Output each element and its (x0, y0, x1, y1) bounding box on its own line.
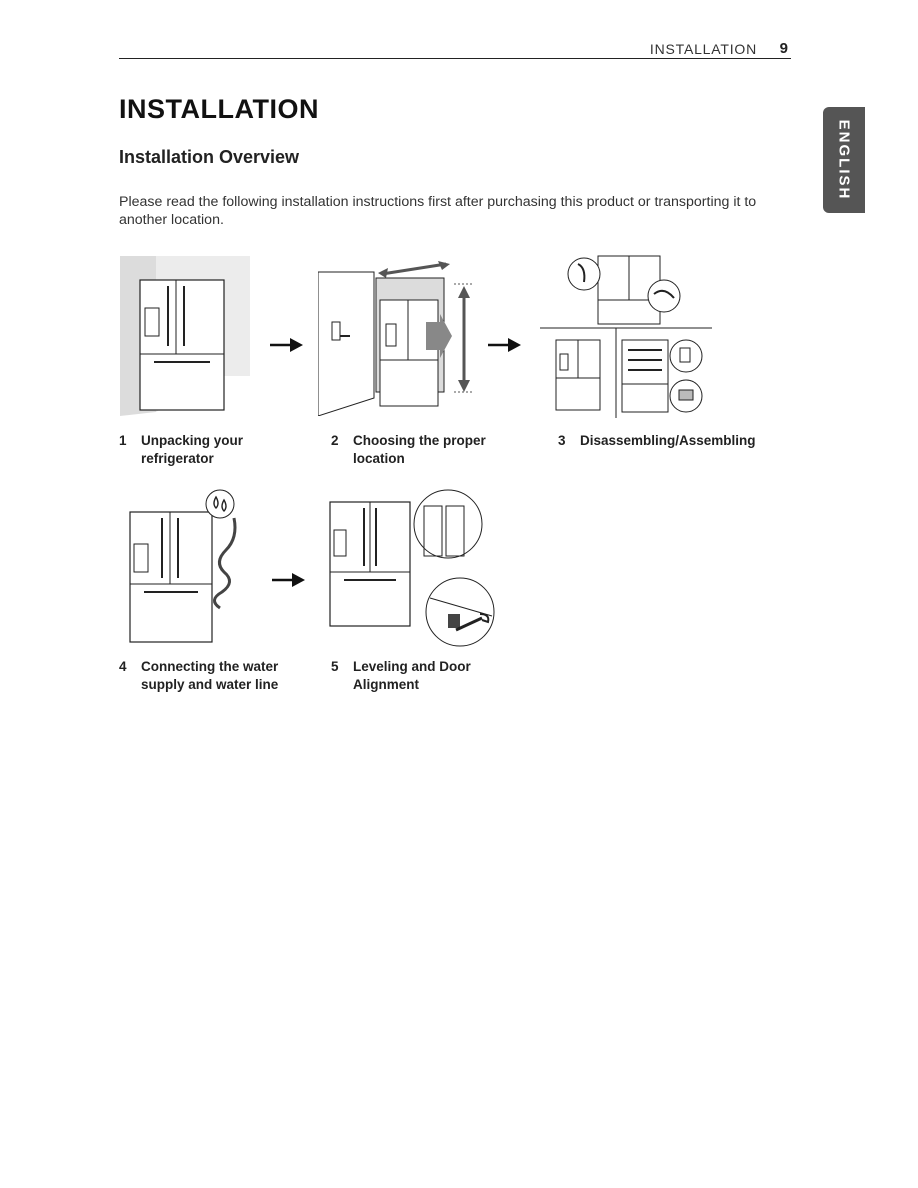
water-drop-icon (213, 495, 227, 512)
intro-paragraph: Please read the following installation i… (119, 194, 757, 228)
running-header-title: INSTALLATION (649, 41, 757, 57)
page-number: 9 (779, 40, 788, 57)
page-title: INSTALLATION (119, 94, 319, 124)
section-title: Installation Overview (119, 147, 300, 167)
right-arrow-icon (488, 338, 521, 352)
right-arrow-icon (270, 338, 303, 352)
unpacking-illustration (120, 256, 250, 416)
running-header: INSTALLATION 9 (119, 40, 791, 59)
leveling-illustration (329, 489, 495, 647)
wrench-icon (455, 613, 490, 632)
disassembling-illustration (540, 255, 712, 418)
language-tab-label: ENGLISH (835, 119, 853, 201)
water-supply-illustration (129, 489, 237, 643)
location-illustration (318, 261, 474, 416)
language-tab: ENGLISH (823, 107, 865, 213)
right-arrow-icon (272, 573, 305, 587)
